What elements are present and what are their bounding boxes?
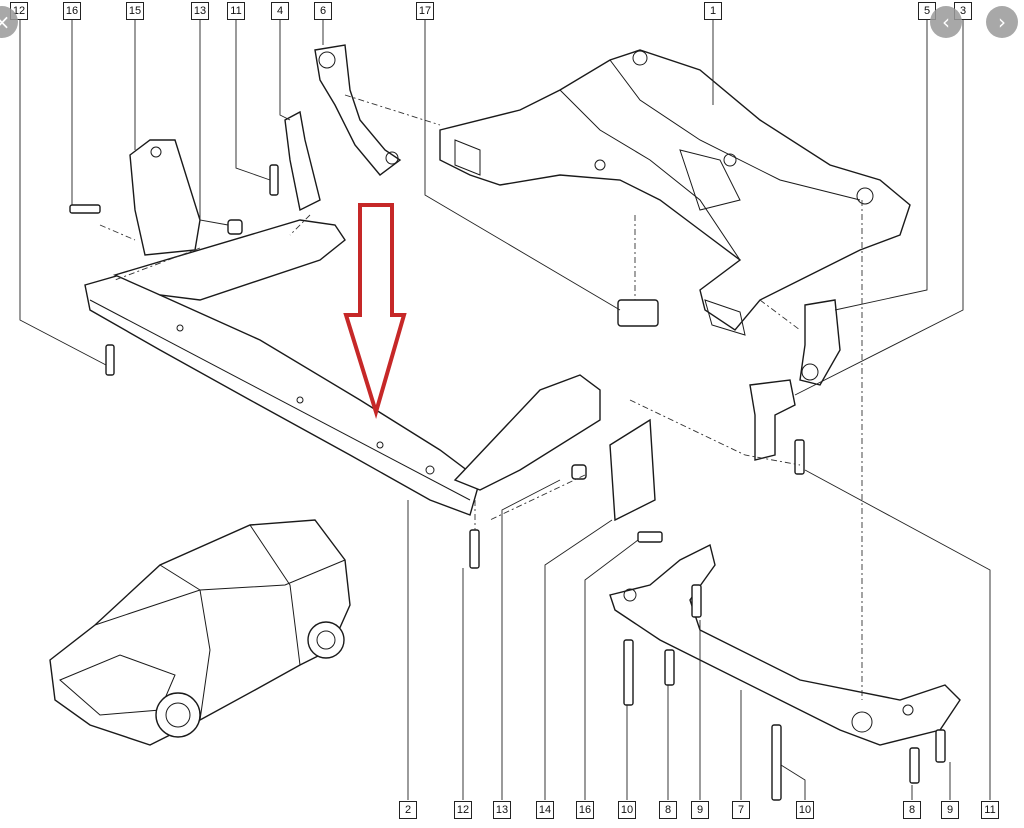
bolt-part-11-top bbox=[269, 164, 279, 196]
bolt-part-8-right bbox=[909, 747, 920, 784]
rear-beam-part-7 bbox=[609, 543, 961, 746]
leader-lines bbox=[19, 18, 991, 800]
bolt-part-16 bbox=[69, 204, 101, 214]
mount-part-5 bbox=[799, 299, 841, 386]
callout-bottom-14: 14 bbox=[536, 801, 554, 819]
callout-bottom-11: 11 bbox=[981, 801, 999, 819]
callout-top-11: 11 bbox=[227, 2, 245, 20]
subframe-part-1 bbox=[439, 49, 911, 336]
plate-part-15 bbox=[129, 139, 201, 256]
callout-bottom-9: 9 bbox=[691, 801, 709, 819]
callout-top-1: 1 bbox=[704, 2, 722, 20]
nut-part-13-top bbox=[227, 219, 243, 235]
callout-bottom-12: 12 bbox=[454, 801, 472, 819]
nut-part-13-bottom bbox=[571, 464, 587, 480]
stud-part-17 bbox=[617, 299, 659, 327]
bolt-part-10-left bbox=[623, 639, 634, 706]
close-icon[interactable]: × bbox=[0, 6, 18, 38]
next-image-button[interactable]: › bbox=[986, 6, 1018, 38]
bracket-part-4 bbox=[284, 110, 321, 212]
callout-top-4: 4 bbox=[271, 2, 289, 20]
bracket-part-14 bbox=[609, 418, 656, 522]
callout-top-6: 6 bbox=[314, 2, 332, 20]
callout-bottom-2: 2 bbox=[399, 801, 417, 819]
bolt-part-9-right bbox=[935, 729, 946, 763]
bolt-part-8-left bbox=[664, 649, 675, 686]
bolt-part-16-bottom bbox=[637, 531, 663, 543]
bolt-part-12-top bbox=[105, 344, 115, 376]
bracket-part-3 bbox=[749, 379, 796, 461]
callout-bottom-13: 13 bbox=[493, 801, 511, 819]
callout-bottom-8b: 8 bbox=[903, 801, 921, 819]
callout-bottom-9b: 9 bbox=[941, 801, 959, 819]
callout-bottom-10b: 10 bbox=[796, 801, 814, 819]
red-down-arrow bbox=[343, 203, 407, 419]
bolt-part-12-bottom bbox=[469, 529, 480, 569]
callout-bottom-8: 8 bbox=[659, 801, 677, 819]
callout-bottom-16: 16 bbox=[576, 801, 594, 819]
fasteners bbox=[69, 164, 946, 801]
callout-bottom-7: 7 bbox=[732, 801, 750, 819]
callout-top-13: 13 bbox=[191, 2, 209, 20]
bolt-part-10-right bbox=[771, 724, 782, 801]
callout-top-17: 17 bbox=[416, 2, 434, 20]
car-location-inset bbox=[49, 519, 351, 746]
callout-top-16: 16 bbox=[63, 2, 81, 20]
front-beam-part-2 bbox=[84, 219, 601, 516]
callout-top-15: 15 bbox=[126, 2, 144, 20]
previous-image-button[interactable]: ‹ bbox=[930, 6, 962, 38]
bolt-part-11-bottom bbox=[794, 439, 805, 475]
alignment-lines bbox=[99, 94, 863, 700]
bolt-part-9-left bbox=[691, 584, 702, 618]
callout-bottom-10: 10 bbox=[618, 801, 636, 819]
mount-part-6 bbox=[314, 44, 402, 176]
